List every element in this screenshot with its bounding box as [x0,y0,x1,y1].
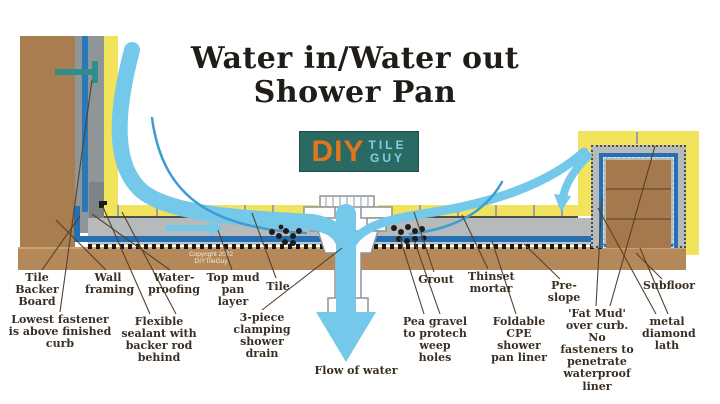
logo-diy-text: DIY [311,134,365,168]
floor-tile-right [378,205,578,216]
label-fat-mud: 'Fat Mud' over curb. No fasteners to pen… [560,307,634,393]
wall-waterproofing-line [82,36,88,212]
label-waterproofing: Water-proofing [148,271,200,297]
curb-lumber-seam [606,218,671,220]
label-subfloor: Subfloor [642,279,696,292]
curb-tile-right [686,131,699,255]
label-three-piece-drain: 3-piece clamping shower drain [233,311,291,361]
title-line2: Shower Pan [253,75,457,110]
diagram-title: Water in/Water out Shower Pan [140,42,570,110]
curb-tile-top [578,131,699,145]
lath-dots-right [366,244,602,249]
logo-tile-guy-text: TILE GUY [368,137,407,165]
fastener-shank [55,69,98,75]
curb-wood-core [606,160,671,248]
label-tile: Tile [266,280,290,293]
label-pea-gravel: Pea gravel to protech weep holes [402,315,468,365]
label-flow-of-water: Flow of water [314,364,398,377]
subfloor-layer [18,247,686,270]
curb-lumber-seam [606,188,671,190]
logo-tile-text: TILE [368,137,407,152]
diy-tile-guy-logo: DIY TILE GUY [299,131,419,172]
logo-guy-text: GUY [369,150,405,165]
drain-grate-slots [325,197,369,207]
label-grout: Grout [418,273,454,286]
mud-bed-left [88,218,318,236]
curb-tile-left [578,131,591,216]
label-pre-slope: Pre-slope [547,279,581,305]
label-wall-framing: Wall framing [85,271,135,297]
label-lowest-fastener: Lowest fastener is above finished curb [8,313,112,351]
mud-bed-right [368,218,596,236]
copyright-watermark: Copyright 2022 DIYTileGuy [172,251,250,265]
watermark-line1: Copyright 2022 [188,251,234,258]
wall-tile-layer [104,36,118,205]
title-line1: Water in/Water out [190,41,520,76]
wall-framing-layer [20,36,75,247]
floor-tile-left [104,205,318,216]
label-thinset-mortar: Thinset mortar [468,270,515,296]
label-foldable-cpe: Foldable CPE shower pan liner [491,315,547,365]
fastener-head [92,61,98,83]
label-metal-diamond-lath: metal diamond lath [642,315,696,353]
water-arrowhead [316,312,376,362]
lath-dots-left [88,244,330,249]
liner-left-upturn [74,206,80,238]
sealant-joint [99,201,107,208]
watermark-line2: DIYTileGuy [194,258,228,265]
label-tile-backer-board: Tile Backer Board [15,271,59,309]
label-top-mud-pan-layer: Top mud pan layer [206,271,260,309]
label-flexible-sealant: Flexible sealant with backer rod behind [121,315,197,365]
